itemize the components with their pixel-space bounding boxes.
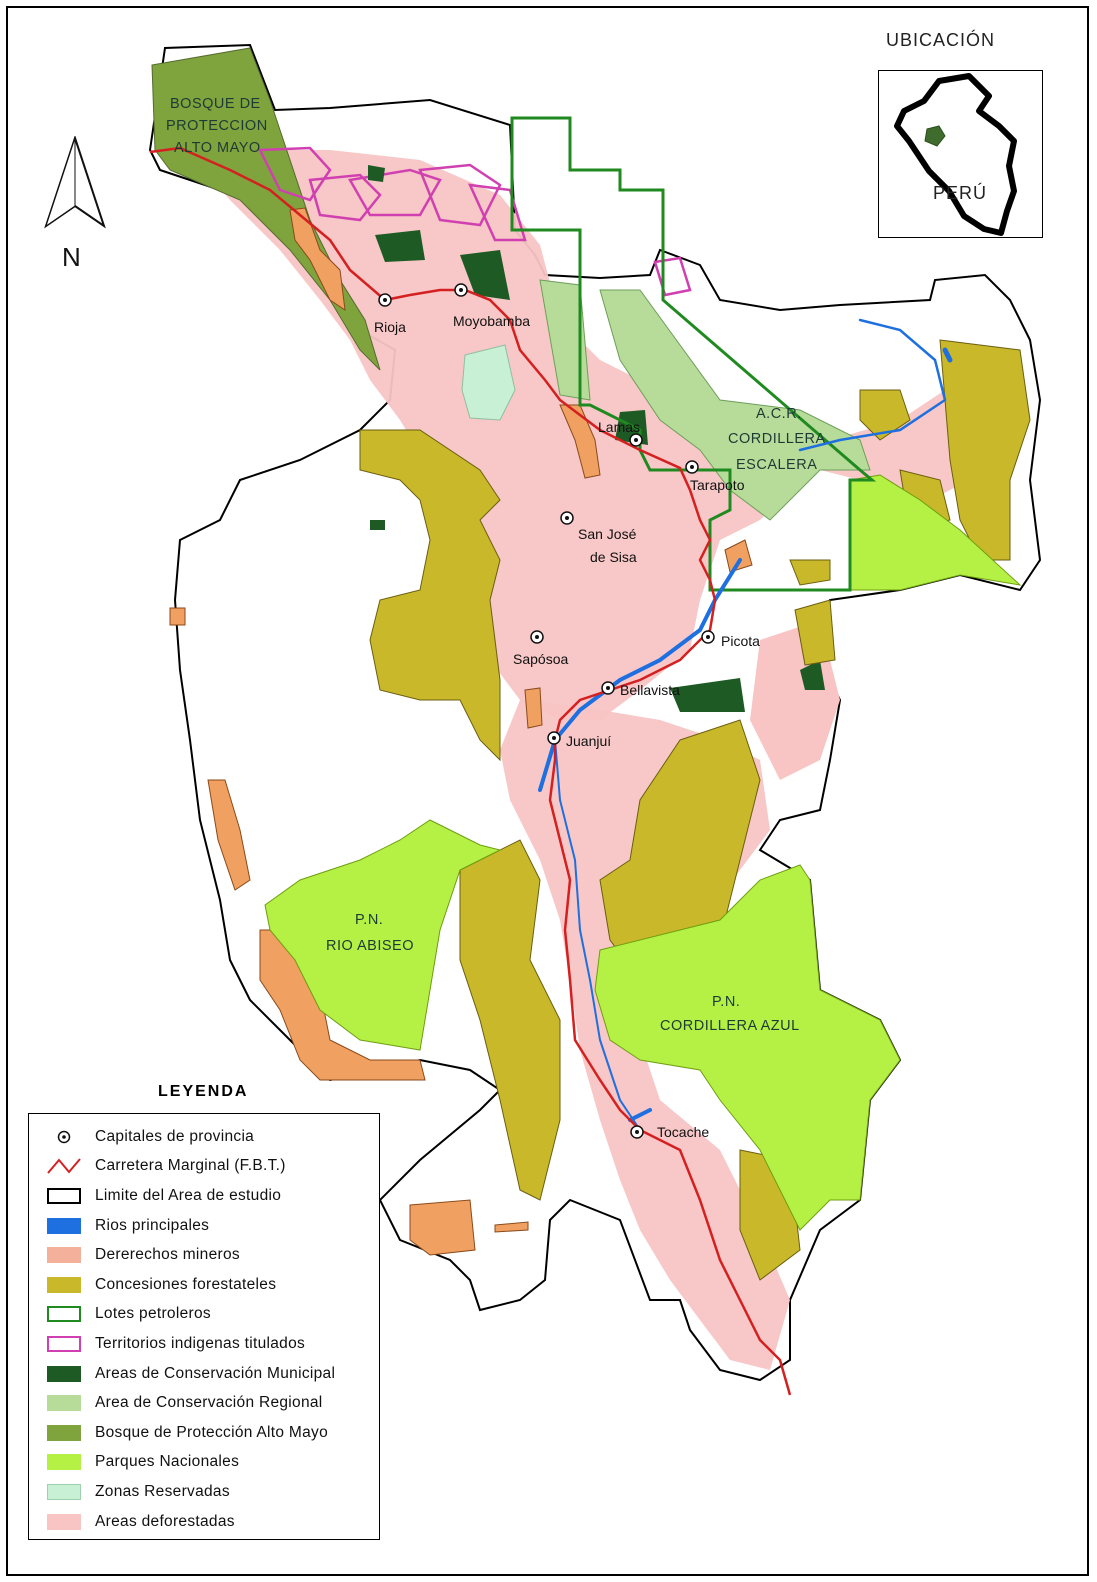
- legend-label: Areas deforestadas: [95, 1512, 235, 1530]
- area-conservacion-regional: [539, 279, 871, 521]
- legend-swatch: [47, 1454, 81, 1471]
- legend-item-rios: Rios principales: [47, 1211, 379, 1241]
- parque-nacional-cordillera-azul: [594, 864, 901, 1231]
- label-azul-2: CORDILLERA AZUL: [660, 1018, 800, 1034]
- road-line-icon: [47, 1156, 81, 1176]
- legend-swatch: [47, 1306, 81, 1323]
- legend-swatch: [47, 1217, 81, 1234]
- legend-item-limite: Limite del Area de estudio: [47, 1181, 379, 1211]
- location-inset: PERÚ: [878, 70, 1043, 238]
- legend-label: Zonas Reservadas: [95, 1482, 230, 1500]
- legend-item-mineros: Dererechos mineros: [47, 1240, 379, 1270]
- legend-item-municipal: Areas de Conservación Municipal: [47, 1359, 379, 1389]
- city-label-rioja: Rioja: [374, 319, 406, 335]
- label-bosque-2: PROTECCION: [166, 118, 268, 134]
- city-label-tocache: Tocache: [657, 1124, 709, 1140]
- legend-item-zonas: Zonas Reservadas: [47, 1477, 379, 1507]
- city-label-bellavista: Bellavista: [620, 682, 680, 698]
- territorios-indigenas: [258, 146, 692, 297]
- city-label-sanjose-2: de Sisa: [590, 549, 637, 565]
- legend-label: Lotes petroleros: [95, 1305, 211, 1323]
- legend-label: Bosque de Protección Alto Mayo: [95, 1423, 329, 1441]
- legend-item-regional: Area de Conservación Regional: [47, 1388, 379, 1418]
- bosque-proteccion-alto-mayo: [151, 47, 381, 371]
- peru-outline-icon: [894, 73, 1017, 236]
- city-label-lamas: Lamas: [598, 419, 640, 435]
- legend-label: Territorios indigenas titulados: [95, 1334, 306, 1352]
- label-abiseo-1: P.N.: [355, 912, 383, 928]
- label-bosque-1: BOSQUE DE: [170, 96, 261, 112]
- legend-item-carretera: Carretera Marginal (F.B.T.): [47, 1152, 379, 1182]
- legend-label: Rios principales: [95, 1216, 210, 1234]
- city-label-moyobamba: Moyobamba: [453, 313, 530, 329]
- legend-swatch: [47, 1424, 81, 1441]
- parque-nacional-rio-abiseo: [264, 819, 502, 1051]
- legend-title: LEYENDA: [158, 1083, 249, 1100]
- city-label-picota: Picota: [721, 633, 760, 649]
- label-abiseo-2: RIO ABISEO: [326, 938, 414, 954]
- legend-label: Area de Conservación Regional: [95, 1394, 323, 1412]
- city-label-saposoa: Sapósoa: [513, 651, 568, 667]
- parque-nacional-east: [849, 474, 1022, 591]
- north-label: N: [62, 242, 81, 272]
- legend-box: Capitales de provincia Carretera Margina…: [28, 1113, 380, 1540]
- label-acr-1: A.C.R.: [756, 406, 802, 422]
- legend-label: Dererechos mineros: [95, 1246, 240, 1264]
- legend-swatch: [47, 1513, 81, 1530]
- zona-reservada: [461, 344, 516, 421]
- legend-label: Concesiones forestateles: [95, 1275, 277, 1293]
- legend-swatch: [47, 1483, 81, 1500]
- city-dot-icon: [47, 1127, 81, 1147]
- legend-label: Parques Nacionales: [95, 1453, 240, 1471]
- capitales-de-provincia: [378, 283, 715, 1139]
- legend-item-concesiones: Concesiones forestateles: [47, 1270, 379, 1300]
- label-acr-2: CORDILLERA: [728, 431, 826, 447]
- legend-swatch: [47, 1247, 81, 1264]
- legend-label: Areas de Conservación Municipal: [95, 1364, 336, 1382]
- legend-item-territorios: Territorios indigenas titulados: [47, 1329, 379, 1359]
- city-label-juanjui: Juanjuí: [566, 733, 611, 749]
- north-arrow-icon: [44, 136, 106, 229]
- legend-label: Carretera Marginal (F.B.T.): [95, 1157, 286, 1175]
- legend-swatch: [47, 1365, 81, 1382]
- legend-label: Capitales de provincia: [95, 1127, 255, 1145]
- deforested-area-north: [200, 150, 1010, 720]
- legend-swatch: [47, 1276, 81, 1293]
- carretera-marginal: [149, 146, 792, 1396]
- legend-item-deforestadas: Areas deforestadas: [47, 1507, 379, 1537]
- city-label-sanjose-1: San José: [578, 526, 637, 542]
- city-label-tarapoto: Tarapoto: [690, 477, 745, 493]
- legend-swatch: [47, 1335, 81, 1352]
- legend-label: Limite del Area de estudio: [95, 1186, 282, 1204]
- legend-item-bosque: Bosque de Protección Alto Mayo: [47, 1418, 379, 1448]
- lotes-petroleros: [510, 116, 877, 592]
- legend-swatch: [47, 1395, 81, 1412]
- label-bosque-3: ALTO MAYO: [174, 140, 261, 156]
- inset-country-label: PERÚ: [933, 183, 988, 203]
- label-acr-3: ESCALERA: [736, 457, 817, 473]
- legend-item-lotes: Lotes petroleros: [47, 1300, 379, 1330]
- legend-swatch: [47, 1187, 81, 1204]
- legend-item-capitales: Capitales de provincia: [47, 1122, 379, 1152]
- legend-item-parques: Parques Nacionales: [47, 1448, 379, 1478]
- inset-title: UBICACIÓN: [886, 30, 996, 50]
- label-azul-1: P.N.: [712, 994, 740, 1010]
